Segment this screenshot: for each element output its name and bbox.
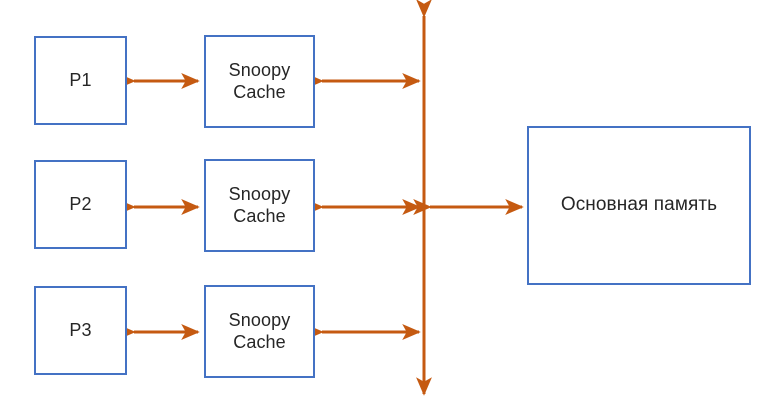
main-memory-label: Основная память [560,194,718,216]
processor-box-p2: P2 [34,160,127,249]
processor-label-p2: P2 [69,193,92,214]
cache-box-1: Snoopy Cache [204,35,315,128]
processor-box-p1: P1 [34,36,127,125]
cache-box-2: Snoopy Cache [204,159,315,252]
cache-box-3: Snoopy Cache [204,285,315,378]
processor-label-p3: P3 [69,319,92,340]
processor-box-p3: P3 [34,286,127,375]
cache-label-2-line1: Snoopy [228,184,291,205]
main-memory-box: Основная память [527,126,751,285]
cache-label-3-line1: Snoopy [228,310,291,331]
cache-label-1-line2: Cache [233,81,286,102]
cache-label-3-line2: Cache [233,331,286,352]
processor-label-p1: P1 [69,69,92,90]
cache-label-1-line1: Snoopy [228,60,291,81]
cache-label-2-line2: Cache [233,205,286,226]
